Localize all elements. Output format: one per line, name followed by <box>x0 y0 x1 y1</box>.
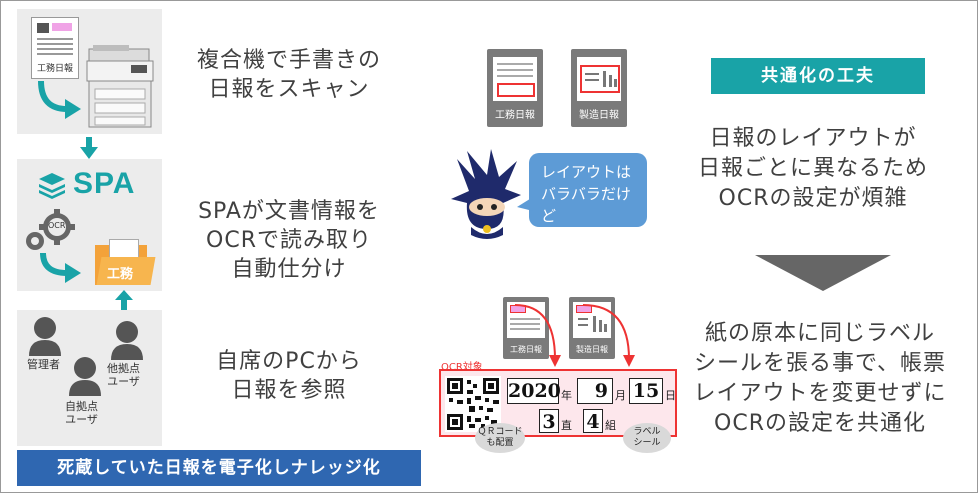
construction-report-small-icon: 工務日報 <box>503 297 549 359</box>
spa-panel: SPA OCR 工務 <box>17 159 162 291</box>
group-digit-box: 4 <box>583 409 603 433</box>
manufacturing-report-small-icon: 製造日報 <box>569 297 615 359</box>
own-branch-user-icon <box>69 357 101 396</box>
month-digit-box: 9 <box>577 378 613 404</box>
admin-label: 管理者 <box>27 358 60 371</box>
spa-logo: SPA <box>73 167 136 200</box>
construction-report-icon: 工務日報 <box>487 49 543 127</box>
day-unit: 日 <box>665 389 676 402</box>
down-triangle-icon <box>755 255 891 291</box>
sort-arrow-icon <box>40 252 81 283</box>
ninja-mascot-icon <box>451 149 521 239</box>
ocr-gear-label: OCR <box>48 221 66 230</box>
report-label: 工務日報 <box>36 64 73 74</box>
solution-description: 紙の原本に同じラベル シールを張る事で、帳票 レイアウトを変更せずに OCRの設… <box>693 321 947 436</box>
manufacturing-report-small-label: 製造日報 <box>576 345 608 354</box>
manufacturing-report-icon: 製造日報 <box>571 49 627 127</box>
folder-icon: 工務 <box>95 239 156 285</box>
step2-description: SPAが文書情報を OCRで読み取り 自動仕分け <box>198 199 380 282</box>
year-unit: 年 <box>561 389 572 402</box>
mascot-speech-bubble: レイアウトは バラバラだけど 何とかしたい… <box>529 153 647 269</box>
admin-user-icon <box>29 317 61 356</box>
day-digit-box: 15 <box>629 378 663 404</box>
month-unit: 月 <box>615 389 626 402</box>
common-approach-heading: 共通化の工夫 <box>711 58 925 94</box>
other-branch-label: 他拠点 ユーザ <box>107 362 140 388</box>
step3-description: 自席のPCから 日報を参照 <box>216 349 362 403</box>
construction-report-label: 工務日報 <box>495 110 535 121</box>
shift-digit-box: 3 <box>539 409 559 433</box>
year-digit-box: 2020 <box>507 378 561 404</box>
qr-code-icon <box>445 376 501 432</box>
ocr-target-caption: OCR対象 <box>441 362 483 373</box>
summary-banner: 死蔵していた日報を電子化しナレッジ化 <box>17 450 421 486</box>
own-branch-label: 自拠点 ユーザ <box>65 400 98 426</box>
ocr-gear-icon <box>26 209 75 250</box>
spa-layers-icon <box>39 173 65 199</box>
other-branch-user-icon <box>111 321 143 360</box>
multifunction-printer-icon <box>86 45 154 128</box>
scan-arrow-icon <box>38 80 81 119</box>
up-arrow-icon <box>115 290 133 310</box>
problem-description: 日報のレイアウトが 日報ごとに異なるため OCRの設定が煩雑 <box>697 126 928 211</box>
bubble-tail-icon <box>517 197 533 211</box>
scan-panel: 工務日報 <box>17 9 162 134</box>
users-panel: 管理者 他拠点 ユーザ 自拠点 ユーザ <box>17 310 162 446</box>
qr-code-callout: ＱＲコード も配置 <box>475 423 525 453</box>
construction-report-small-label: 工務日報 <box>510 345 542 354</box>
step1-description: 複合機で手書きの 日報をスキャン <box>196 48 381 102</box>
group-unit: 組 <box>605 419 616 432</box>
down-arrow-icon <box>80 137 98 159</box>
handwritten-report-icon: 工務日報 <box>31 17 79 79</box>
label-seal-callout: ラベル シール <box>623 423 671 453</box>
label-pointer-arrows-icon <box>514 304 635 367</box>
manufacturing-report-label: 製造日報 <box>579 110 619 121</box>
folder-label: 工務 <box>107 267 134 282</box>
shift-unit: 直 <box>561 419 572 432</box>
